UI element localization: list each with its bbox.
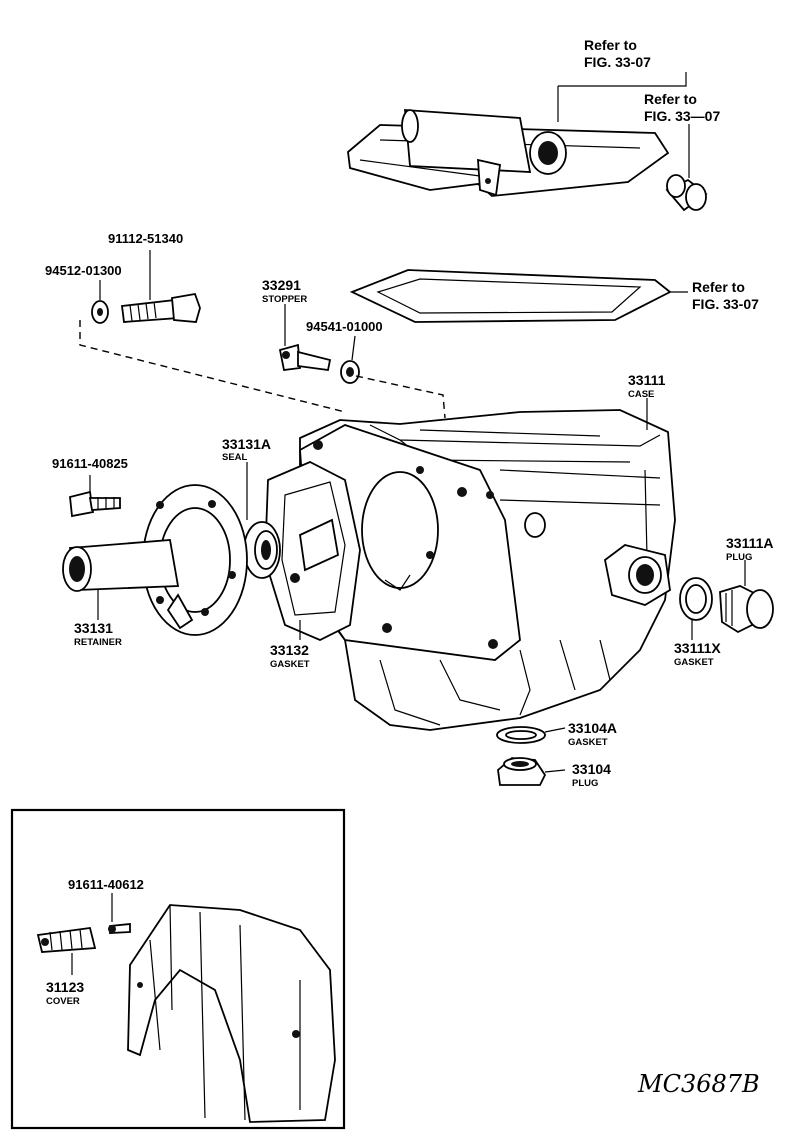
reference-label-3: Refer to FIG. 33-07 [692, 279, 759, 312]
sleeve-drawing [665, 174, 708, 212]
inset-frame [10, 808, 346, 1130]
part-number-33131a: 33131A [222, 436, 271, 452]
plug-33111a-drawing [719, 585, 774, 634]
washer-94512-drawing [91, 300, 109, 324]
part-number-33104a: 33104A [568, 720, 617, 736]
bolt-91611-40612-drawing [108, 923, 131, 934]
part-name-gasket-33111x: GASKET [674, 657, 714, 668]
part-name-case: CASE [628, 389, 654, 400]
svg-text:FIG. 33—07: FIG. 33—07 [644, 108, 720, 124]
part-name-gasket-33132: GASKET [270, 659, 310, 670]
part-name-cover: COVER [46, 996, 80, 1007]
gasket-33132-drawing [264, 461, 361, 641]
part-name-plug-33111a: PLUG [726, 552, 752, 563]
part-number-91611-40825: 91611-40825 [52, 456, 128, 471]
part-number-33111x: 33111X [674, 640, 721, 656]
part-number-94512-01300: 94512-01300 [45, 263, 122, 278]
svg-text:Refer to: Refer to [584, 37, 637, 53]
part-number-33291: 33291 [262, 277, 301, 293]
plug-33104-drawing [497, 757, 547, 786]
part-number-31123: 31123 [46, 979, 84, 995]
stopper-drawing [278, 343, 332, 372]
part-number-91611-40612: 91611-40612 [68, 877, 144, 892]
part-number-91112-51340: 91112-51340 [108, 231, 183, 246]
retainer-drawing [62, 484, 248, 636]
cover-31123-drawing [36, 927, 97, 953]
clutch-housing-drawing [127, 904, 336, 1123]
part-number-33104: 33104 [572, 761, 611, 777]
drawing-code: MC3687B [637, 1070, 760, 1098]
bolt-91611-40825-drawing [69, 490, 121, 518]
bolt-91112-drawing [120, 292, 201, 323]
reference-label-2: Refer to FIG. 33—07 [644, 91, 720, 124]
svg-text:FIG. 33-07: FIG. 33-07 [584, 54, 651, 70]
part-name-seal: SEAL [222, 452, 248, 463]
part-number-33111: 33111 [628, 372, 666, 388]
reference-label-1: Refer to FIG. 33-07 [584, 37, 651, 70]
gasket-33104a-drawing [496, 726, 546, 744]
svg-text:Refer to: Refer to [692, 279, 745, 295]
part-number-94541-01000: 94541-01000 [306, 319, 383, 334]
part-name-retainer: RETAINER [74, 637, 122, 648]
seal-drawing [243, 521, 281, 579]
part-name-stopper: STOPPER [262, 294, 307, 305]
transmission-case-drawing [299, 409, 676, 731]
part-name-plug-33104: PLUG [572, 778, 598, 789]
top-gasket-drawing [349, 269, 672, 323]
svg-text:FIG. 33-07: FIG. 33-07 [692, 296, 759, 312]
part-name-gasket-33104a: GASKET [568, 737, 608, 748]
part-number-33132: 33132 [270, 642, 309, 658]
gasket-33111x-drawing [679, 577, 713, 621]
top-cover-plate-drawing [347, 109, 670, 197]
svg-text:Refer to: Refer to [644, 91, 697, 107]
part-number-33131: 33131 [74, 620, 113, 636]
part-number-33111a: 33111A [726, 535, 774, 551]
washer-94541-drawing [340, 360, 360, 384]
